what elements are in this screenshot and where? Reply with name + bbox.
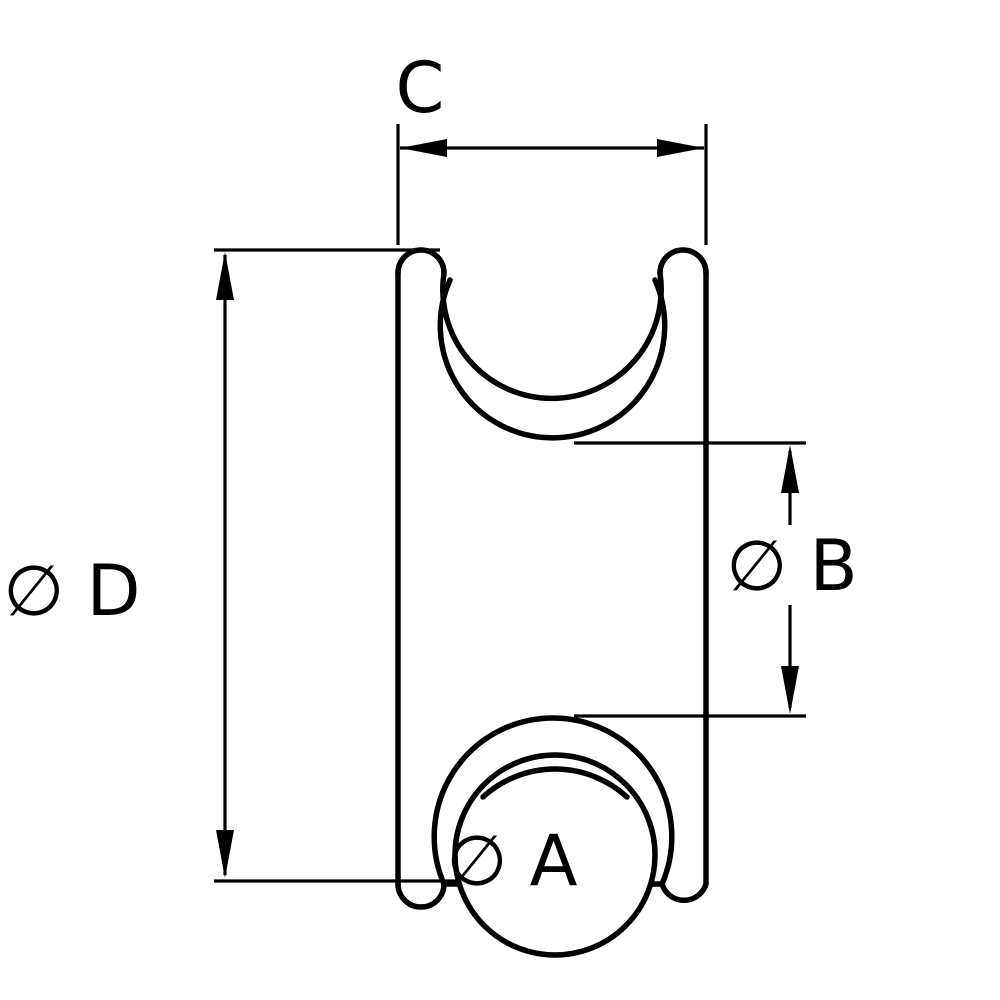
- ring-body: [395, 247, 709, 958]
- dim-a-label: ∅ A: [446, 820, 577, 902]
- dimension-d: ∅ D: [3, 248, 458, 883]
- dimension-b: ∅ B: [574, 441, 858, 718]
- dim-c-arrowhead-left: [400, 139, 447, 157]
- dim-c-label: C: [396, 47, 445, 129]
- bottom-right-lip-cap: [659, 881, 709, 903]
- bottom-left-lip-cap: [395, 881, 447, 910]
- dim-b-arrowhead-up: [781, 445, 799, 493]
- top-right-lip-cap: [657, 247, 709, 276]
- dim-b-label-background: [737, 525, 849, 605]
- dimension-c: C: [396, 47, 708, 245]
- dim-c-arrowhead-right: [657, 139, 704, 157]
- bottom-arch-arc: [431, 715, 675, 887]
- top-groove-root-arc: [437, 277, 668, 441]
- bore-inner-lip-arc: [480, 766, 630, 800]
- dim-d-label: ∅ D: [3, 550, 140, 632]
- top-groove-cup-arc: [440, 270, 664, 402]
- top-left-lip-cap: [395, 247, 447, 276]
- dim-d-arrowhead-down: [216, 830, 234, 878]
- dim-d-arrowhead-up: [216, 252, 234, 300]
- dim-b-arrowhead-down: [781, 666, 799, 714]
- dimension-a: ∅ A: [446, 820, 577, 902]
- bore-circle: [452, 752, 658, 958]
- dim-b-label: ∅ B: [726, 525, 857, 607]
